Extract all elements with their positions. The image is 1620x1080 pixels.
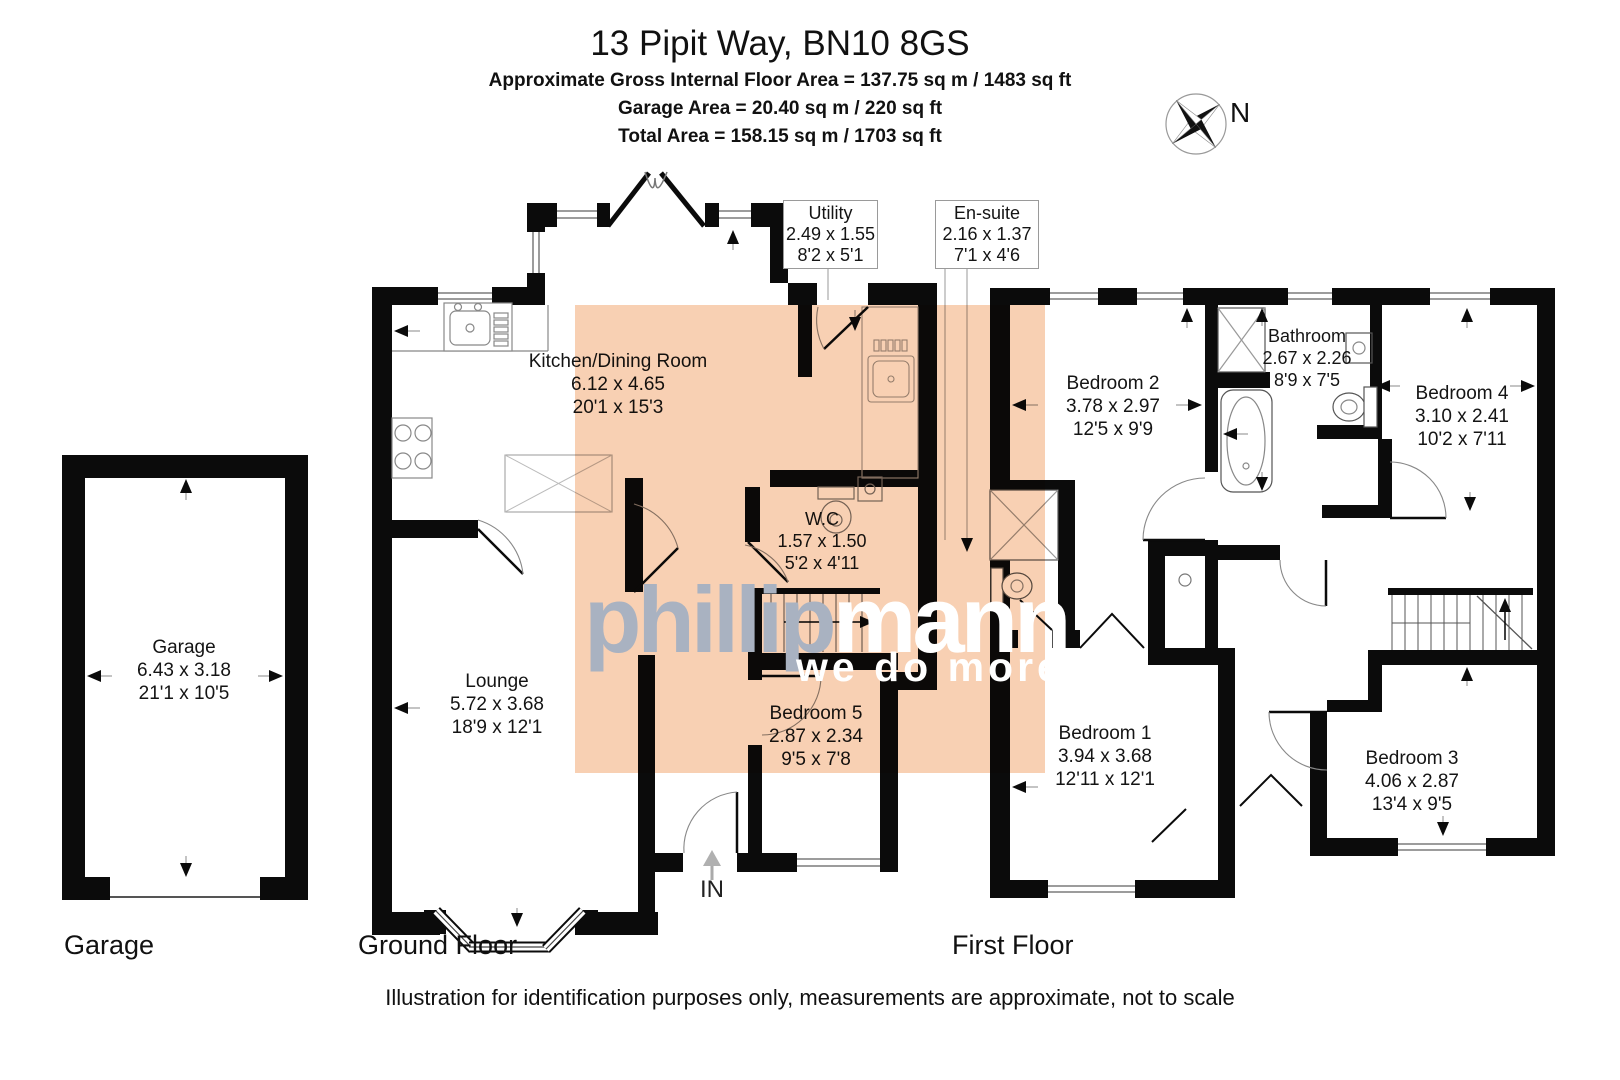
room-label-bedroom2: Bedroom 2 3.78 x 2.97 12'5 x 9'9 [1065, 373, 1161, 440]
room-label-bedroom1: Bedroom 1 3.94 x 3.68 12'11 x 12'1 [1055, 723, 1155, 790]
staircase-first [1391, 595, 1533, 650]
room-label-bedroom4: Bedroom 4 3.10 x 2.41 10'2 x 7'11 [1414, 383, 1510, 450]
watermark-brand: phillipmann [584, 566, 1072, 674]
garage-floorplan [62, 455, 308, 900]
section-label-first-floor: First Floor [952, 930, 1074, 960]
porch-ornament [644, 171, 668, 189]
room-label-ensuite: En-suite 2.16 x 1.37 7'1 x 4'6 [935, 200, 1039, 269]
room-label-utility: Utility 2.49 x 1.55 8'2 x 5'1 [783, 200, 878, 269]
dimension-arrows-garage [87, 479, 283, 877]
room-label-garage: Garage 6.43 x 3.18 21'1 x 10'5 [136, 637, 232, 704]
garage-area-line: Garage Area = 20.40 sq m / 220 sq ft [617, 98, 943, 119]
floor-area-line: Approximate Gross Internal Floor Area = … [488, 70, 1072, 91]
bathtub-icon [1220, 389, 1273, 493]
bathroom-toilet-icon [1332, 386, 1378, 428]
first-top-windows [1050, 288, 1490, 305]
hob-icon [391, 417, 433, 479]
room-label-bedroom3: Bedroom 3 4.06 x 2.87 13'4 x 9'5 [1364, 748, 1460, 815]
room-label-bathroom: Bathroom 2.67 x 2.26 8'9 x 7'5 [1262, 326, 1352, 390]
watermark-tint-overlay [575, 305, 1045, 773]
room-label-lounge: Lounge 5.72 x 3.68 18'9 x 12'1 [449, 671, 545, 738]
header: 13 Pipit Way, BN10 8GS Approximate Gross… [300, 24, 1260, 148]
watermark-tagline: we do more [796, 644, 1064, 690]
compass-icon: N [1165, 93, 1250, 155]
page-title: 13 Pipit Way, BN10 8GS [590, 24, 970, 63]
entrance-arrow-icon [703, 850, 721, 880]
kitchen-sink-icon [392, 302, 549, 352]
shower-icon [1217, 307, 1266, 373]
disclaimer-text: Illustration for identification purposes… [385, 985, 1235, 1010]
watermark-brand-gray: phillip [584, 567, 837, 672]
section-label-garage: Garage [64, 930, 155, 960]
section-label-ground-floor: Ground Floor [358, 930, 518, 960]
bay-window [432, 907, 587, 953]
entrance-label: IN [700, 876, 724, 903]
dimension-arrows-first [1012, 308, 1535, 836]
compass-north-label: N [1230, 97, 1250, 128]
total-area-line: Total Area = 158.15 sq m / 1703 sq ft [618, 126, 942, 147]
landing-light-icon [1178, 573, 1192, 587]
bathroom-basin-icon [1345, 332, 1373, 364]
watermark-brand-white: mann [832, 567, 1072, 672]
first-doors [1019, 461, 1447, 843]
